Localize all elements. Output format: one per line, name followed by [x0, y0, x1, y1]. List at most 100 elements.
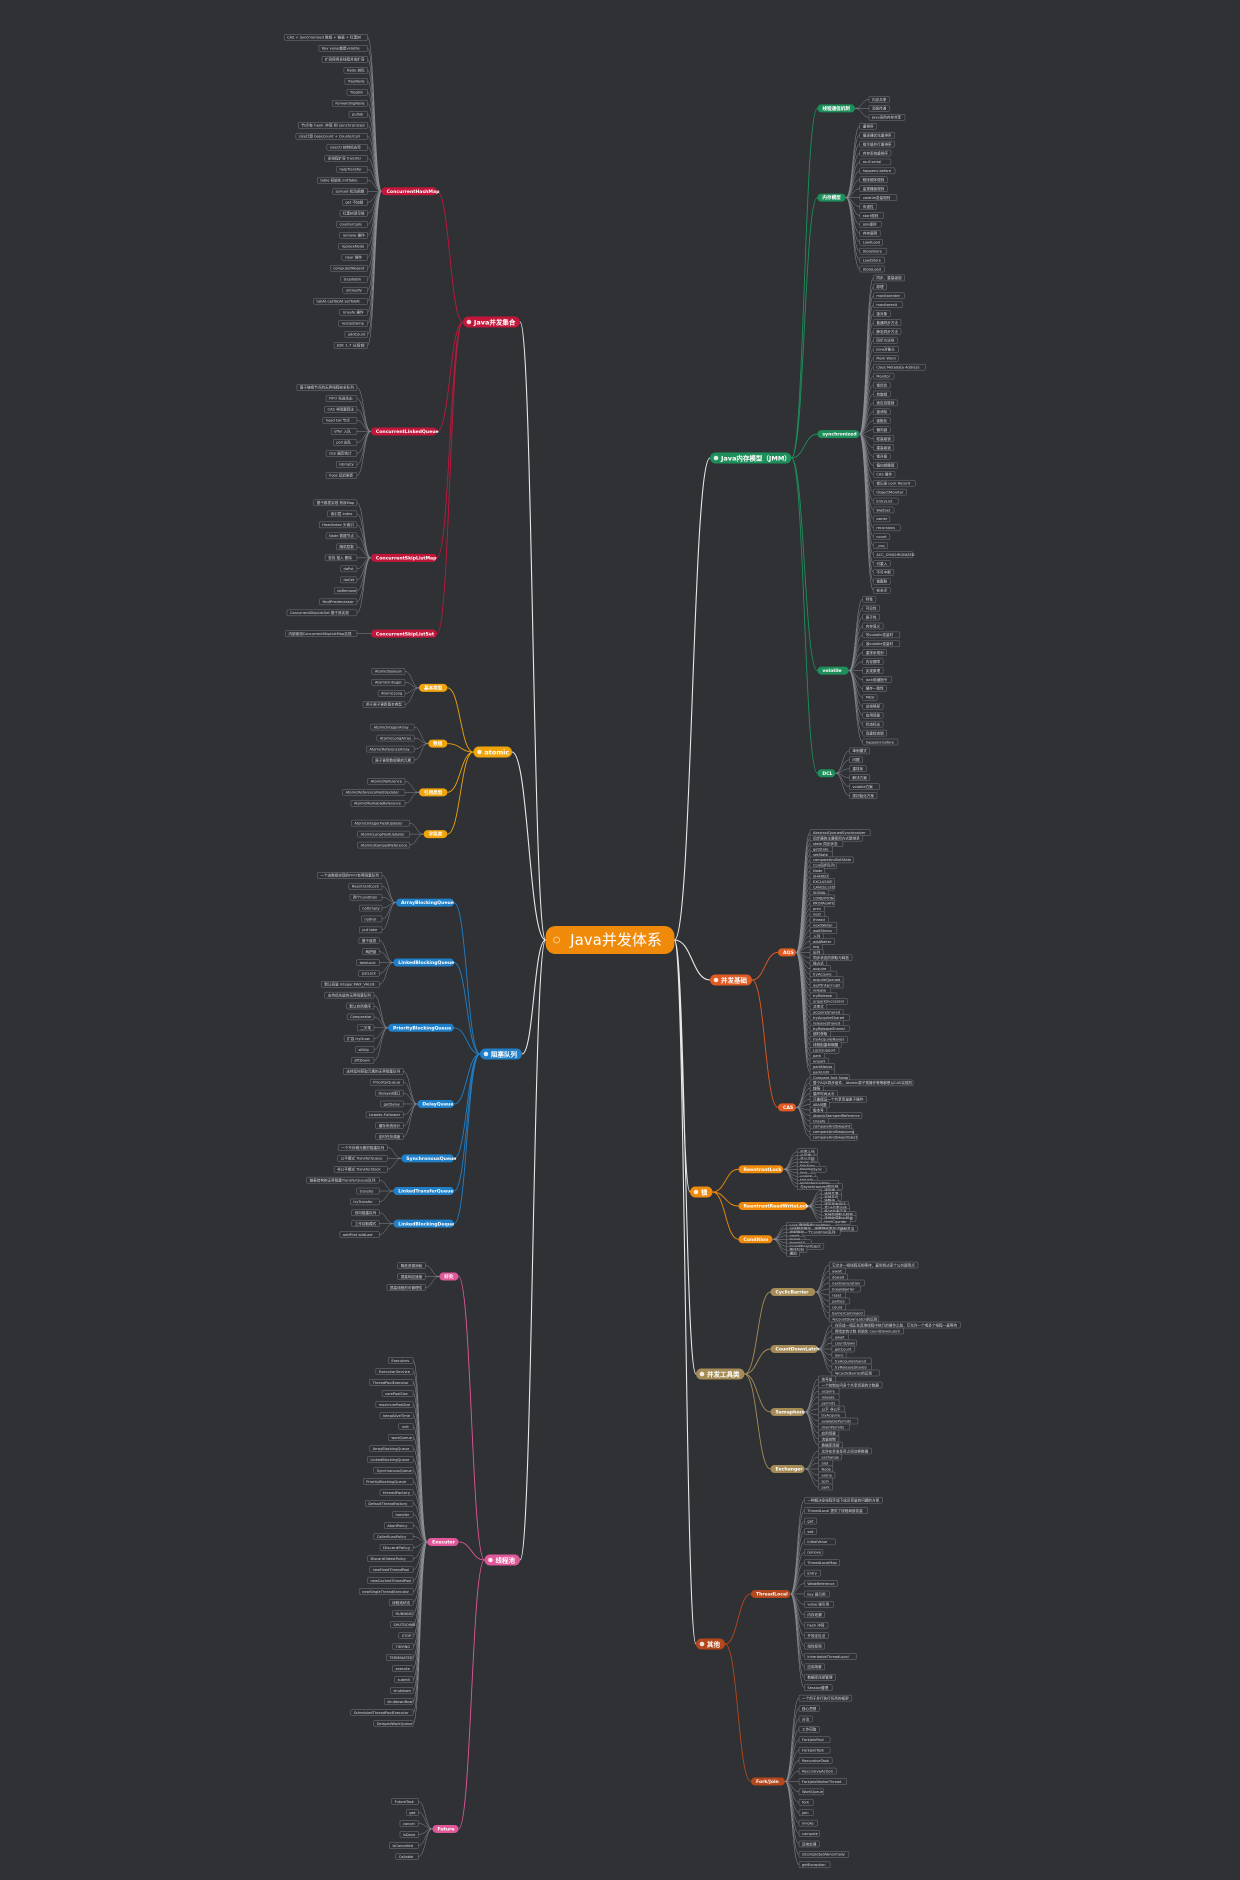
leaf-node[interactable] [873, 346, 899, 353]
leaf-node[interactable] [862, 685, 887, 692]
leaf-node[interactable] [283, 34, 368, 41]
leaf-node[interactable] [379, 1544, 414, 1551]
leaf-node[interactable] [804, 1507, 869, 1514]
leaf-node[interactable] [390, 1621, 414, 1628]
leaf-node[interactable] [399, 1831, 419, 1838]
leaf-node[interactable] [804, 1580, 838, 1587]
leaf-node[interactable] [873, 497, 899, 505]
leaf-node[interactable] [862, 694, 878, 701]
leaf-node[interactable] [859, 212, 884, 219]
leaf-node[interactable] [862, 613, 880, 621]
leaf-node[interactable] [381, 1390, 414, 1397]
leaf-node[interactable] [862, 738, 899, 746]
leaf-node[interactable] [873, 426, 891, 433]
leaf-node[interactable] [373, 1720, 414, 1727]
leaf-node[interactable] [380, 1100, 404, 1108]
leaf-node[interactable] [325, 395, 358, 402]
leaf-node[interactable] [346, 1013, 375, 1021]
leaf-node[interactable] [873, 292, 905, 299]
leaf-node[interactable] [340, 576, 358, 584]
sub-topic-fork-join-1[interactable] [751, 1777, 786, 1786]
leaf-node[interactable] [862, 649, 887, 656]
leaf-node[interactable] [873, 560, 891, 567]
leaf-node[interactable] [862, 622, 884, 630]
leaf-node[interactable] [804, 1559, 840, 1566]
sub-topic-exchanger-3[interactable] [770, 1465, 805, 1473]
leaf-node[interactable] [798, 1830, 820, 1837]
leaf-node[interactable] [370, 723, 415, 731]
leaf-node[interactable] [873, 328, 902, 335]
sub-topic-synchronized-2[interactable] [817, 430, 860, 439]
leaf-node[interactable] [340, 565, 358, 573]
leaf-node[interactable] [333, 587, 358, 595]
leaf-node[interactable] [809, 1134, 858, 1141]
leaf-node[interactable] [313, 499, 358, 507]
leaf-node[interactable] [359, 926, 383, 934]
leaf-node[interactable] [392, 1511, 414, 1518]
leaf-node[interactable] [369, 1079, 404, 1086]
leaf-node[interactable] [366, 745, 415, 753]
leaf-node[interactable] [350, 1709, 414, 1716]
leaf-node[interactable] [362, 701, 406, 708]
leaf-node[interactable] [804, 1663, 825, 1671]
leaf-node[interactable] [798, 1788, 825, 1796]
central-topic[interactable] [545, 926, 675, 954]
leaf-node[interactable] [324, 554, 358, 562]
leaf-node[interactable] [859, 230, 881, 237]
sub-topic-volatile-3[interactable] [817, 666, 849, 675]
leaf-node[interactable] [859, 239, 883, 246]
leaf-node[interactable] [383, 1522, 414, 1529]
sub-topic-priorityblockingqueue-2[interactable] [387, 1023, 454, 1032]
branch-3[interactable] [480, 1048, 522, 1060]
leaf-node[interactable] [804, 1569, 821, 1577]
leaf-node[interactable] [809, 998, 848, 1005]
leaf-node[interactable] [326, 144, 368, 151]
leaf-node[interactable] [285, 630, 358, 637]
leaf-node[interactable] [321, 981, 380, 988]
leaf-node[interactable] [343, 1035, 375, 1042]
branch-2[interactable] [473, 746, 512, 758]
leaf-node[interactable] [873, 372, 895, 380]
leaf-node[interactable] [798, 1840, 820, 1848]
branch-1[interactable] [462, 316, 520, 328]
leaf-node[interactable] [339, 232, 368, 239]
leaf-node[interactable] [338, 243, 368, 250]
leaf-node[interactable] [804, 1642, 825, 1650]
leaf-node[interactable] [339, 1231, 380, 1238]
leaf-node[interactable] [804, 1590, 830, 1598]
leaf-node[interactable] [375, 1089, 404, 1097]
leaf-node[interactable] [388, 1599, 414, 1606]
leaf-node[interactable] [336, 543, 358, 551]
sub-topic-aqs-0[interactable] [778, 948, 797, 957]
leaf-node[interactable] [809, 1112, 863, 1119]
leaf-node[interactable] [868, 96, 890, 103]
sub-topic-node-1[interactable] [428, 739, 448, 748]
leaf-node[interactable] [398, 1423, 414, 1430]
leaf-node[interactable] [873, 569, 895, 576]
leaf-node[interactable] [333, 439, 358, 446]
leaf-node[interactable] [873, 578, 891, 585]
leaf-node[interactable] [859, 265, 885, 273]
leaf-node[interactable] [286, 609, 358, 617]
leaf-node[interactable] [873, 551, 914, 558]
leaf-node[interactable] [357, 830, 410, 838]
leaf-node[interactable] [317, 872, 383, 879]
leaf-node[interactable] [386, 1654, 414, 1661]
leaf-node[interactable] [336, 461, 358, 468]
leaf-node[interactable] [356, 1187, 380, 1195]
leaf-node[interactable] [383, 1698, 414, 1705]
leaf-node[interactable] [357, 841, 410, 849]
leaf-node[interactable] [365, 1500, 414, 1507]
leaf-node[interactable] [873, 310, 891, 317]
leaf-node[interactable] [873, 381, 891, 389]
leaf-node[interactable] [321, 56, 368, 63]
leaf-node[interactable] [862, 712, 884, 719]
sub-topic-countdownlatch-1[interactable] [770, 1345, 818, 1353]
leaf-node[interactable] [804, 1622, 829, 1629]
branch-5[interactable] [710, 452, 792, 464]
leaf-node[interactable] [392, 1665, 414, 1672]
sub-topic-cas-1[interactable] [778, 1103, 797, 1112]
leaf-node[interactable] [859, 185, 888, 192]
leaf-node[interactable] [862, 631, 901, 639]
leaf-node[interactable] [295, 133, 368, 140]
